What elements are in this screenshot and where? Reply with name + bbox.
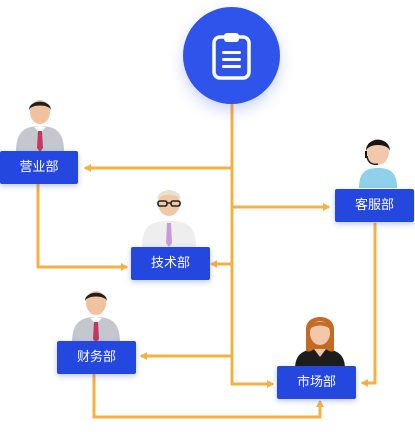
- sales-man-avatar-icon: [16, 100, 64, 152]
- customer-service-department-label: 客服部: [335, 189, 414, 222]
- finance-man-avatar-icon: [72, 291, 120, 343]
- customer-service-woman-avatar-icon: [359, 139, 397, 188]
- marketing-department-label: 市场部: [277, 366, 356, 399]
- clipboard-icon: [212, 33, 251, 80]
- technology-department-label: 技术部: [131, 247, 210, 280]
- sales-department-label: 营业部: [0, 151, 78, 184]
- connector-finance-to-marketing: [92, 372, 324, 419]
- marketing-woman-avatar-icon: [295, 317, 345, 369]
- central-hub: [183, 7, 280, 104]
- connector-sales-to-technology: [36, 181, 128, 271]
- technology-man-glasses-avatar-icon: [142, 190, 196, 247]
- connector-customer-service-to-marketing: [361, 222, 377, 387]
- finance-department-label: 财务部: [57, 341, 136, 374]
